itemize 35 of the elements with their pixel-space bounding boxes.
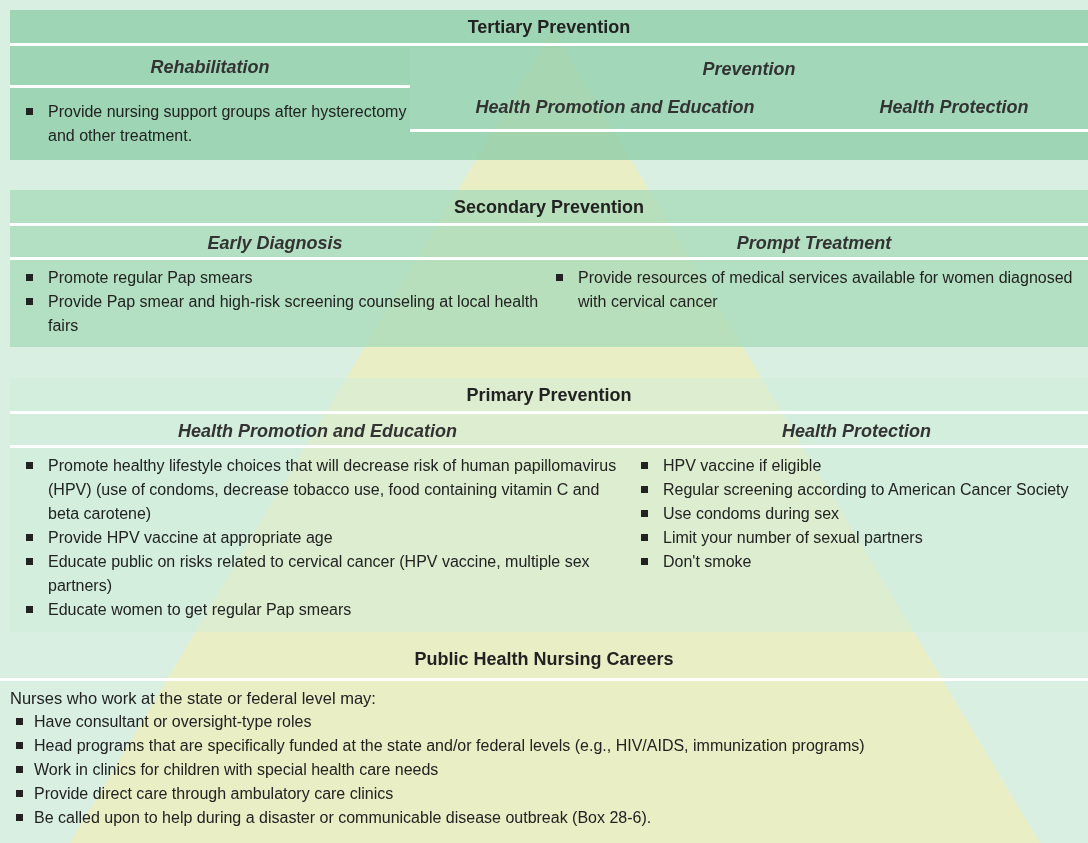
column-heading: Health Protection bbox=[878, 96, 1030, 118]
section-band bbox=[10, 10, 1088, 160]
bullet-item: Promote regular Pap smears bbox=[10, 266, 540, 290]
bullet-item: Provide nursing support groups after hysterectomy and other treatment. bbox=[10, 100, 410, 148]
bullet-item: Provide Pap smear and high-risk screening counseling at local health fairs bbox=[10, 290, 540, 338]
column-heading: Health Protection bbox=[781, 420, 932, 442]
column-heading: Health Promotion and Education bbox=[177, 420, 458, 442]
column-heading: Early Diagnosis bbox=[206, 232, 344, 254]
bullet-item: Work in clinics for children with special health care needs bbox=[0, 758, 1088, 782]
column-panel bbox=[410, 48, 1088, 132]
bullet-item: Have consultant or oversight-type roles bbox=[0, 710, 1088, 734]
column-heading: Rehabilitation bbox=[149, 56, 271, 78]
column-heading: Prevention bbox=[701, 58, 797, 80]
bullet-item: Provide direct care through ambulatory care clinics bbox=[0, 782, 1088, 806]
column-heading: Health Promotion and Education bbox=[474, 96, 756, 118]
column-heading: Prompt Treatment bbox=[735, 232, 893, 254]
section-band bbox=[10, 378, 1088, 632]
bullet-item: Head programs that are specifically funded at the state and/or federal levels (e.g., HIV/AIDS, immunization programs) bbox=[0, 734, 1088, 758]
bullet-item: Educate public on risks related to cervical cancer (HPV vaccine, multiple sex partners) bbox=[10, 550, 625, 598]
bullet-item: Limit your number of sexual partners bbox=[625, 526, 1088, 550]
section-heading: Tertiary Prevention bbox=[466, 16, 632, 38]
bullet-item: Use condoms during sex bbox=[625, 502, 1088, 526]
bullet-item: Educate women to get regular Pap smears bbox=[10, 598, 625, 622]
section-heading: Public Health Nursing Careers bbox=[413, 648, 675, 670]
bullet-item: Be called upon to help during a disaster or communicable disease outbreak (Box 28-6). bbox=[0, 806, 1088, 830]
intro-text: Nurses who work at the state or federal level may: bbox=[10, 688, 377, 709]
section-heading: Secondary Prevention bbox=[452, 196, 646, 218]
bullet-item: Provide resources of medical services available for women diagnosed with cervical cancer bbox=[540, 266, 1088, 314]
bullet-item: Provide HPV vaccine at appropriate age bbox=[10, 526, 625, 550]
bullet-item: Promote healthy lifestyle choices that will decrease risk of human papillomavirus (HPV) (use of condoms, decrease tobacco use, food containing vitamin C and beta carotene) bbox=[10, 454, 625, 526]
bullet-item: HPV vaccine if eligible bbox=[625, 454, 1088, 478]
bullet-item: Regular screening according to American Cancer Society bbox=[625, 478, 1088, 502]
section-heading: Primary Prevention bbox=[465, 384, 633, 406]
bullet-item: Don't smoke bbox=[625, 550, 1088, 574]
section-band bbox=[10, 190, 1088, 347]
